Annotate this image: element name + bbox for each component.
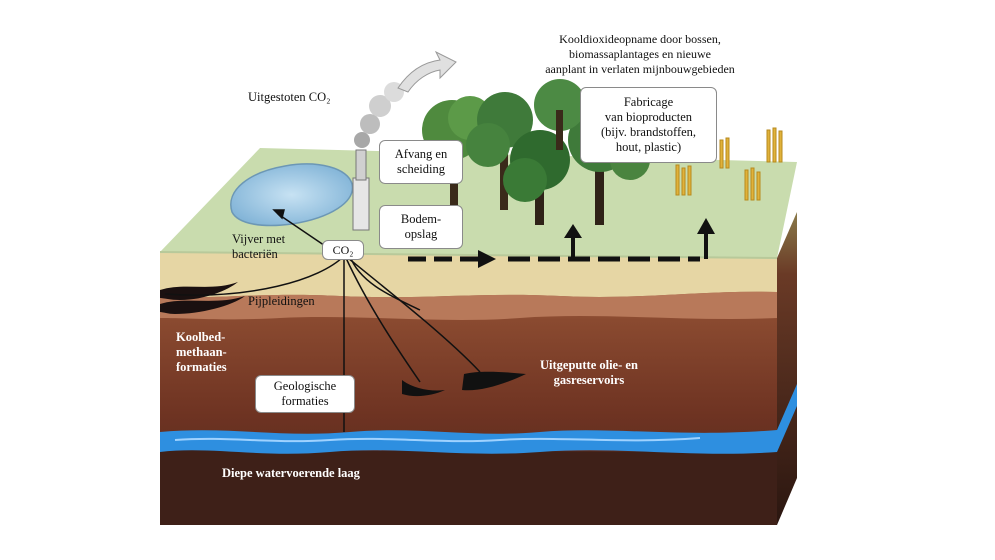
coalbed-label: Koolbed- methaan- formaties [176, 330, 227, 374]
storage-arrows[interactable] [408, 218, 715, 268]
sand-layer [160, 252, 777, 298]
capture-box[interactable]: Afvang en scheiding [379, 140, 463, 184]
pond-label: Vijver met bacteriën [232, 232, 286, 261]
aquifer-highlight [174, 437, 701, 443]
smokestack [352, 50, 457, 231]
deep-soil-layer [160, 450, 777, 525]
uptake-label: Kooldioxideopname door bossen, biomassap… [545, 32, 735, 76]
bioproducts-box[interactable]: Fabricage van bioproducten (bijv. brands… [580, 87, 717, 163]
pond [230, 163, 354, 227]
soil-storage-box[interactable]: Bodem- opslag [379, 205, 463, 249]
upper-soil-band [160, 291, 777, 320]
geological-box[interactable]: Geologische formaties [255, 375, 355, 413]
biomass-crops [675, 127, 783, 201]
depleted-reservoirs-label: Uitgeputte olie- en gasreservoirs [540, 358, 638, 387]
aquifer-label: Diepe watervoerende laag [222, 466, 360, 480]
pipelines-label: Pijpleidingen [248, 294, 315, 308]
soil-block-side [777, 212, 797, 525]
emitted-co2-label: Uitgestoten CO₂ [248, 90, 331, 104]
reservoir-plumes [402, 371, 526, 397]
co2-badge[interactable]: CO₂ [322, 240, 364, 260]
